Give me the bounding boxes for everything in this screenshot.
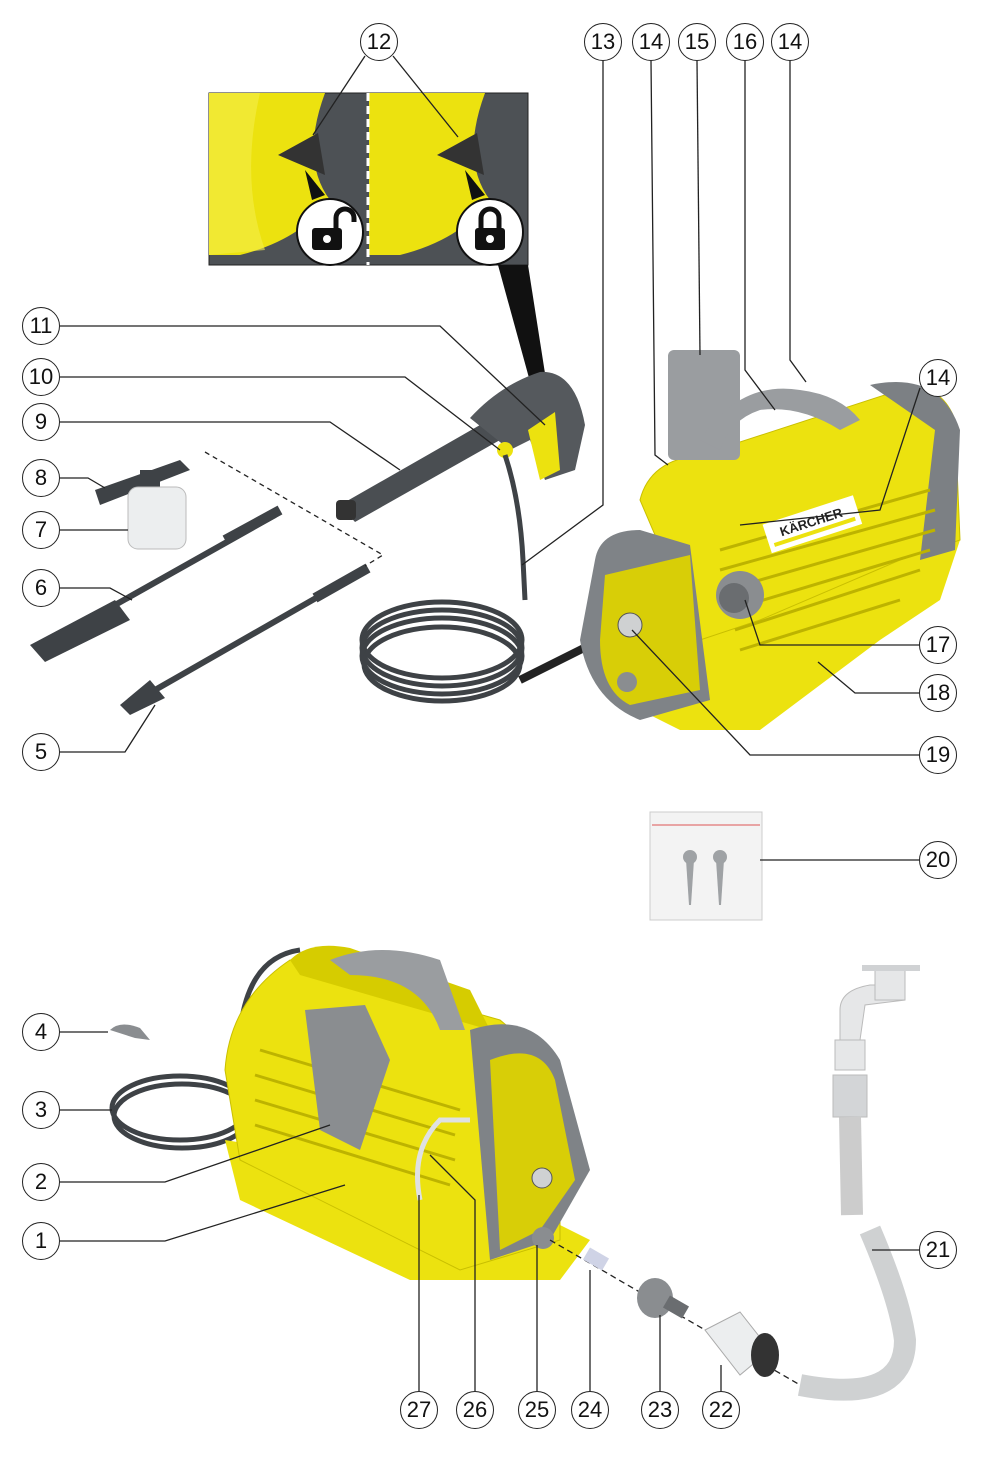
- callout-number: 25: [518, 1391, 556, 1429]
- callout-number: 19: [919, 736, 957, 774]
- callout-number: 18: [919, 674, 957, 712]
- trigger-gun: [336, 371, 585, 522]
- callout-number: 17: [919, 626, 957, 664]
- callout-number: 26: [456, 1391, 494, 1429]
- unlocked-icon: [296, 198, 364, 266]
- callout-number: 10: [22, 358, 60, 396]
- callout-number: 14: [632, 23, 670, 61]
- dirt-blaster-lance: [120, 563, 371, 715]
- connector-thread: [637, 1278, 690, 1319]
- callout-number: 20: [919, 841, 957, 879]
- callout-number: 2: [22, 1163, 60, 1201]
- callout-number: 24: [571, 1391, 609, 1429]
- water-filter: [582, 1247, 610, 1271]
- callout-number: 7: [22, 511, 60, 549]
- screw-bag: [649, 811, 763, 921]
- callout-number: 14: [771, 23, 809, 61]
- callout-number: 23: [641, 1391, 679, 1429]
- foam-nozzle: [95, 460, 190, 550]
- callout-number: 1: [22, 1222, 60, 1260]
- callout-number: 3: [22, 1091, 60, 1129]
- callout-number: 16: [726, 23, 764, 61]
- lock-inset: [208, 92, 552, 418]
- callout-number: 27: [400, 1391, 438, 1429]
- callout-number: 9: [22, 403, 60, 441]
- callout-number: 22: [702, 1391, 740, 1429]
- leader-lines: [60, 55, 921, 1391]
- pressure-washer-front: KÄRCHER: [580, 350, 961, 730]
- callout-number: 6: [22, 569, 60, 607]
- pressure-washer-rear: [109, 945, 590, 1280]
- lock-switch-locked: [437, 133, 484, 175]
- vario-power-jet-lance: [30, 505, 283, 662]
- callout-number: 13: [584, 23, 622, 61]
- hose-clip: [110, 1024, 150, 1040]
- callout-number: 4: [22, 1013, 60, 1051]
- locked-icon: [456, 198, 524, 266]
- lock-switch-unlocked: [278, 133, 325, 175]
- callout-number: 5: [22, 733, 60, 771]
- callout-number: 14: [919, 359, 957, 397]
- callout-number: 11: [22, 307, 60, 345]
- callout-number: 15: [678, 23, 716, 61]
- hose-coupling: [704, 1311, 779, 1377]
- callout-number: 12: [360, 23, 398, 61]
- water-tap-and-hose: [797, 965, 920, 1401]
- high-pressure-hose: [359, 454, 602, 704]
- callout-number: 8: [22, 459, 60, 497]
- callout-number: 21: [919, 1231, 957, 1269]
